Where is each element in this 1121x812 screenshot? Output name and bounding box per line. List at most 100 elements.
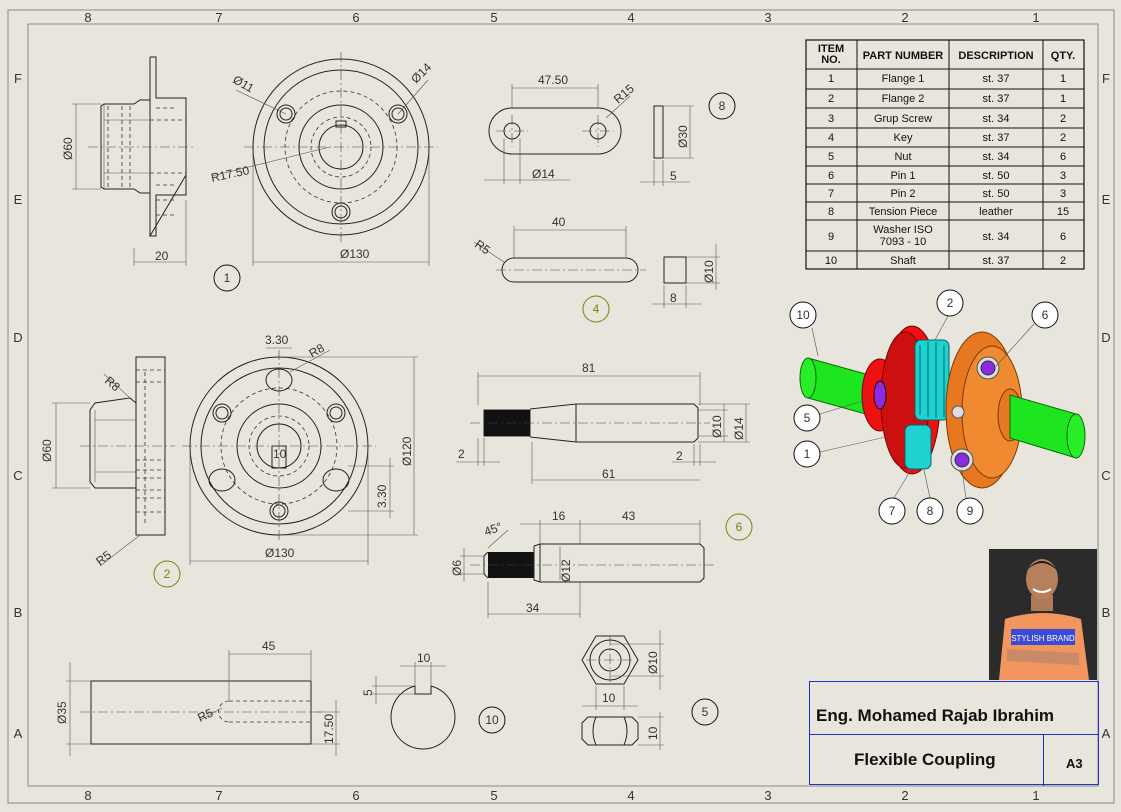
bom-cell-desc: st. 50	[983, 170, 1010, 182]
zone-col-6-bottom: 6	[352, 788, 359, 803]
person-avatar-icon: STYLISH BRAND	[989, 549, 1097, 680]
dim-tp-4750: 47.50	[538, 73, 568, 87]
bom-cell-item: 9	[828, 231, 834, 243]
balloon-6: 6	[1042, 308, 1049, 322]
balloon-view-4: 4	[582, 295, 610, 323]
dim-nut-10b: 10	[646, 726, 660, 740]
bom-cell-part: Washer ISO	[873, 224, 933, 236]
bom-cell-part: Grup Screw	[874, 113, 932, 125]
bom-cell-qty: 2	[1060, 113, 1066, 125]
bom-cell-qty: 15	[1057, 206, 1069, 218]
zone-row-f: F	[14, 71, 22, 86]
zone-col-2: 2	[901, 10, 908, 25]
bom-cell-part: 7093 - 10	[880, 236, 926, 248]
flange2-side-view: Ø60 R8 R5	[40, 356, 175, 568]
dim-ks-10: 10	[417, 651, 431, 665]
nut-view: Ø10 10 10	[581, 630, 664, 750]
dim-nut-10a: 10	[602, 691, 616, 705]
title-block: Eng. Mohamed Rajab Ibrahim Flexible Coup…	[809, 681, 1099, 786]
dim-f2-330b: 3.30	[375, 484, 389, 508]
zone-col-8: 8	[84, 10, 91, 25]
zone-col-3: 3	[764, 10, 771, 25]
bom-table	[805, 39, 1085, 270]
pin2-view: 45° 16 43 Ø6 Ø12 34	[450, 509, 716, 618]
balloon-7: 7	[889, 504, 896, 518]
bom-header-desc: DESCRIPTION	[958, 50, 1033, 62]
shaft-view: 45 Ø35 R5 17.50	[55, 639, 340, 756]
dim-nut-dia10: Ø10	[646, 651, 660, 674]
bom-cell-desc: st. 34	[983, 231, 1010, 243]
bom-cell-part: Flange 1	[882, 73, 925, 85]
zone-col-7-bottom: 7	[215, 788, 222, 803]
bom-cell-item: 8	[828, 206, 834, 218]
bom-cell-part: Pin 1	[890, 170, 915, 182]
bom-cell-desc: st. 37	[983, 93, 1010, 105]
keyway-section-view: 10 5	[361, 651, 456, 750]
dim-f1-dia130: Ø130	[340, 247, 370, 261]
balloon-2: 2	[947, 296, 954, 310]
bom-cell-desc: st. 34	[983, 151, 1010, 163]
dim-p1-2a: 2	[458, 447, 465, 461]
author-name: Eng. Mohamed Rajab Ibrahim	[816, 706, 1055, 725]
svg-text:2: 2	[164, 567, 171, 581]
dim-p2-34: 34	[526, 601, 540, 615]
assembly-isometric-view	[799, 315, 1086, 499]
dim-f2-dia130: Ø130	[265, 546, 295, 560]
zone-row-e-right: E	[1102, 192, 1111, 207]
flange1-side-view: Ø60 20	[61, 56, 196, 266]
zone-row-b: B	[14, 605, 23, 620]
shaft-right-end	[1066, 413, 1086, 459]
dim-tp-5: 5	[670, 169, 677, 183]
dim-sh-r5: R5	[195, 705, 215, 724]
dim-key-8: 8	[670, 291, 677, 305]
zone-col-4: 4	[627, 10, 634, 25]
title-block-divider	[810, 734, 1098, 735]
bom-cell-qty: 6	[1060, 151, 1066, 163]
bom-cell-item: 10	[825, 255, 837, 267]
pin1-view: 81 Ø10 Ø14 2 2 61	[456, 361, 750, 484]
bom-cell-desc: leather	[979, 206, 1013, 218]
svg-text:4: 4	[593, 302, 600, 316]
author-photo: STYLISH BRAND	[989, 549, 1097, 680]
bom-cell-qty: 2	[1060, 132, 1066, 144]
bom-cell-desc: st. 37	[983, 73, 1010, 85]
bom-cell-item: 2	[828, 93, 834, 105]
dim-f2-dia120: Ø120	[400, 436, 414, 466]
zone-row-a-right: A	[1102, 726, 1111, 741]
dim-p1-61: 61	[602, 467, 616, 481]
dim-f1-20: 20	[155, 249, 169, 263]
balloon-8: 8	[927, 504, 934, 518]
bom-cell-item: 7	[828, 188, 834, 200]
dim-f2-dia60: Ø60	[40, 439, 54, 462]
zone-col-8-bottom: 8	[84, 788, 91, 803]
bom-cell-part: Flange 2	[882, 93, 925, 105]
bom-header-item: NO.	[821, 54, 841, 66]
dim-f2-r8b: R8	[307, 341, 328, 361]
balloon-view-10: 10	[478, 706, 506, 734]
zone-col-7: 7	[215, 10, 222, 25]
shirt-text: STYLISH BRAND	[1011, 634, 1075, 643]
zone-labels: 8 7 6 5 4 3 2 1 8 7 6 5 4 3 2 1 F E D C …	[13, 10, 1110, 803]
dim-p2-45: 45°	[482, 519, 504, 538]
dim-f2-10: 10	[273, 447, 287, 461]
drawing-title: Flexible Coupling	[854, 750, 996, 769]
dim-p2-dia6: Ø6	[450, 560, 464, 576]
bom-cell-item: 1	[828, 73, 834, 85]
assembly-balloons: 10 2 6 5 1 7 8 9	[789, 289, 1059, 525]
shaft-left-end	[799, 357, 817, 399]
zone-col-1: 1	[1032, 10, 1039, 25]
bom-cell-item: 5	[828, 151, 834, 163]
zone-row-f-right: F	[1102, 71, 1110, 86]
svg-text:5: 5	[702, 705, 709, 719]
balloon-view-6: 6	[725, 513, 753, 541]
zone-row-e: E	[14, 192, 23, 207]
bom-cell-desc: st. 37	[983, 255, 1010, 267]
zone-col-2-bottom: 2	[901, 788, 908, 803]
dim-ks-5: 5	[361, 689, 375, 696]
dim-f2-330a: 3.30	[265, 333, 289, 347]
svg-text:8: 8	[719, 99, 726, 113]
balloon-10: 10	[796, 308, 810, 322]
balloon-5: 5	[804, 411, 811, 425]
